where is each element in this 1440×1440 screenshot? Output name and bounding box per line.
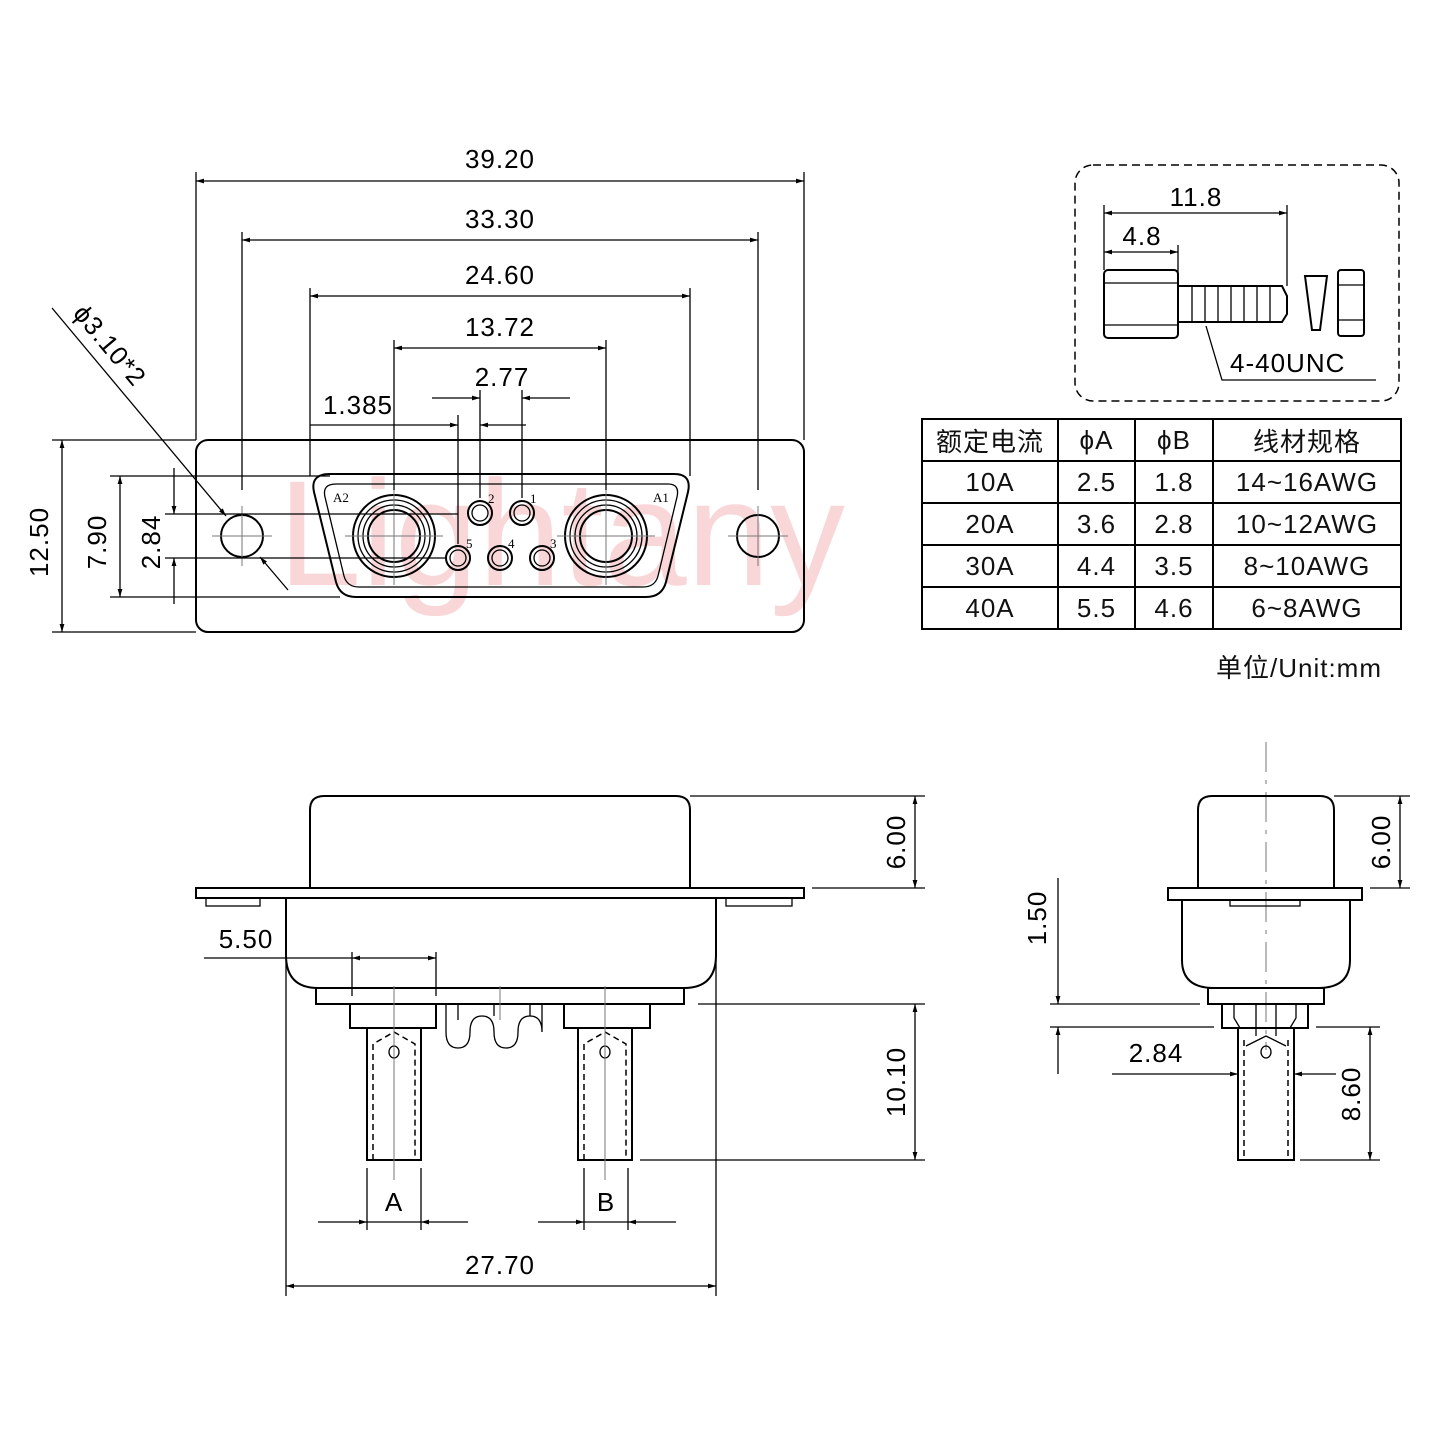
- cell: 1.8: [1134, 460, 1214, 504]
- dim-hex-length: 4.8: [1122, 221, 1161, 251]
- dim-screw-length: 11.8: [1170, 182, 1223, 212]
- hex-nut: [1337, 269, 1365, 337]
- header-dia-b: ϕB: [1134, 418, 1214, 462]
- table-row: 20A 3.6 2.8 10~12AWG: [921, 502, 1402, 546]
- cell: 3.5: [1134, 544, 1214, 588]
- cell: 40A: [921, 586, 1059, 630]
- cell: 10A: [921, 460, 1059, 504]
- cell: 6~8AWG: [1212, 586, 1402, 630]
- label-a2: A2: [333, 490, 349, 505]
- end-view: 6.00 1.50 2.84 8.60: [1022, 742, 1410, 1161]
- signal-pins: [445, 500, 555, 571]
- header-dia-a: ϕA: [1057, 418, 1136, 462]
- label-pin4: 4: [508, 536, 515, 551]
- cell: 14~16AWG: [1212, 460, 1402, 504]
- dim-hole-pitch: 33.30: [465, 204, 535, 234]
- label-b: B: [597, 1187, 615, 1217]
- watermark: Lightany: [278, 449, 845, 617]
- cell: 2.8: [1134, 502, 1214, 546]
- dim-signal-offset: 1.385: [323, 390, 393, 420]
- label-pin5: 5: [466, 536, 473, 551]
- screw-detail: 11.8 4.8 4-40UNC: [1074, 164, 1400, 402]
- dim-end-shell-height: 6.00: [1366, 815, 1396, 870]
- unit-label: 单位/Unit:mm: [1216, 653, 1383, 683]
- side-view: 6.00 5.50 10.10 A B 27.70: [195, 795, 925, 1296]
- lock-washer: [1303, 275, 1329, 331]
- dim-end-offset: 1.50: [1022, 891, 1052, 946]
- cell: 4.6: [1134, 586, 1214, 630]
- header-rated-current: 额定电流: [921, 418, 1059, 462]
- cell: 5.5: [1057, 586, 1136, 630]
- dim-shell-width: 24.60: [465, 260, 535, 290]
- dim-row-pitch: 2.84: [136, 515, 166, 570]
- label-pin2: 2: [488, 491, 495, 506]
- cell: 3.6: [1057, 502, 1136, 546]
- spec-table: 额定电流 ϕA ϕB 线材规格 10A 2.5 1.8 14~16AWG 20A…: [921, 418, 1402, 630]
- dim-shell-height: 7.90: [82, 515, 112, 570]
- label-pin1: 1: [530, 491, 537, 506]
- table-row: 40A 5.5 4.6 6~8AWG: [921, 586, 1402, 630]
- dim-signal-pitch: 2.77: [475, 362, 530, 392]
- dim-body-width: 27.70: [465, 1250, 535, 1280]
- table-row: 30A 4.4 3.5 8~10AWG: [921, 544, 1402, 588]
- label-a: A: [385, 1187, 403, 1217]
- dim-tail-width: 2.84: [1129, 1038, 1184, 1068]
- dim-contact-spacing: 5.50: [219, 924, 274, 954]
- label-a1: A1: [653, 490, 669, 505]
- end-tail: [1237, 1027, 1295, 1161]
- dim-power-pitch: 13.72: [465, 312, 535, 342]
- table-row: 10A 2.5 1.8 14~16AWG: [921, 460, 1402, 504]
- thread-spec: 4-40UNC: [1230, 348, 1345, 378]
- power-contact-a1: [557, 487, 655, 585]
- header-wire-spec: 线材规格: [1212, 418, 1402, 462]
- power-contact-a2: [345, 487, 443, 585]
- cell: 2.5: [1057, 460, 1136, 504]
- dim-overall-width: 39.20: [465, 144, 535, 174]
- dim-overall-height: 12.50: [24, 507, 54, 577]
- cell: 10~12AWG: [1212, 502, 1402, 546]
- cell: 4.4: [1057, 544, 1136, 588]
- d-shell-outer: [312, 473, 690, 598]
- flange-plate: [195, 439, 805, 633]
- cell: 8~10AWG: [1212, 544, 1402, 588]
- dim-tail-length: 10.10: [881, 1047, 911, 1117]
- dim-side-shell-height: 6.00: [881, 815, 911, 870]
- front-view: Lightany: [24, 144, 845, 633]
- cell: 30A: [921, 544, 1059, 588]
- cell: 20A: [921, 502, 1059, 546]
- label-pin3: 3: [550, 536, 557, 551]
- d-shell-inner: [323, 483, 679, 588]
- table-header-row: 额定电流 ϕA ϕB 线材规格: [921, 418, 1402, 462]
- dim-end-tail-length: 8.60: [1336, 1067, 1366, 1122]
